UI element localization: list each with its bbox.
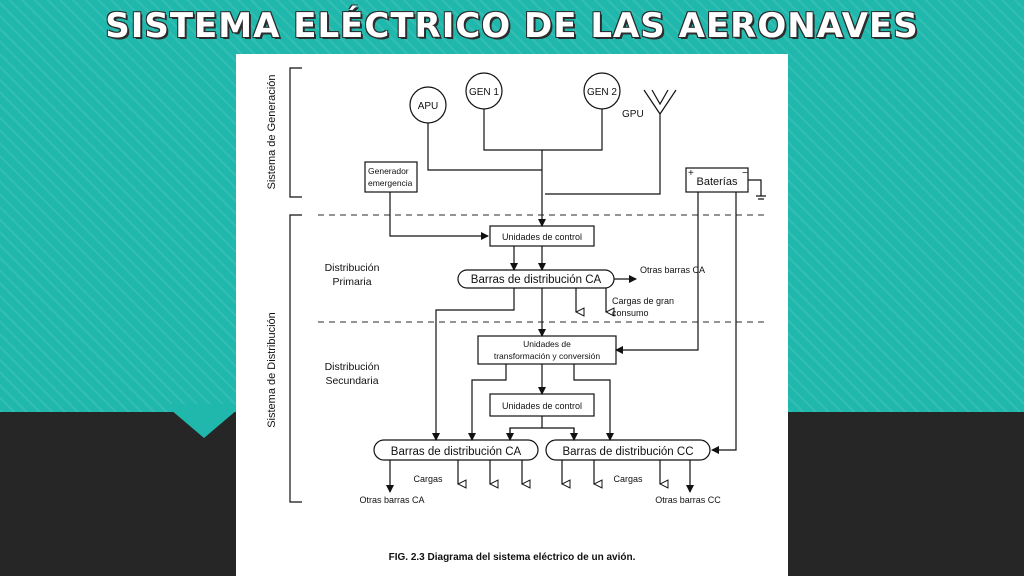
high-loads-label-2: consumo — [612, 308, 649, 318]
dc-bus-secondary-label: Barras de distribución CC — [562, 446, 693, 458]
ac-bus-primary-label: Barras de distribución CA — [471, 274, 602, 286]
batteries-label: Baterías — [697, 176, 738, 188]
battery-minus: − — [742, 168, 748, 179]
ac-bus-secondary-box — [373, 439, 539, 461]
ac-bus-secondary-label: Barras de distribución CA — [391, 446, 522, 458]
control-units-top-label: Unidades de control — [502, 232, 582, 242]
primary-label-2: Primaria — [332, 276, 371, 288]
secondary-label-2: Secundaria — [325, 375, 378, 387]
generation-bracket — [289, 67, 302, 198]
distribution-bracket — [289, 214, 302, 503]
dc-bus-secondary-box — [545, 439, 711, 461]
loads-left-label: Cargas — [413, 474, 443, 484]
distribution-section-label: Sistema de Distribución — [266, 312, 278, 428]
loads-right-label: Cargas — [613, 474, 643, 484]
high-loads-label-1: Cargas de gran — [612, 296, 674, 306]
gpu-symbol — [545, 89, 677, 195]
transform-label-1: Unidades de — [523, 339, 571, 349]
figure-caption: FIG. 2.3 Diagrama del sistema eléctrico … — [389, 552, 636, 563]
secondary-label-1: Distribución — [325, 361, 380, 373]
control-units-bottom-label: Unidades de control — [502, 401, 582, 411]
other-ac-bottom-label: Otras barras CA — [359, 495, 424, 505]
gpu-label: GPU — [622, 109, 644, 120]
transform-label-2: transformación y conversión — [494, 351, 601, 361]
battery-plus: + — [688, 168, 694, 179]
primary-label-1: Distribución — [325, 262, 380, 274]
generation-section-label: Sistema de Generación — [266, 75, 278, 190]
other-ac-top-label: Otras barras CA — [640, 265, 705, 275]
decorative-notch — [164, 404, 244, 438]
apu-label: APU — [418, 101, 439, 112]
emergency-generator-box — [364, 161, 418, 193]
slide-title: SISTEMA ELÉCTRICO DE LAS AERONAVES — [105, 6, 919, 46]
other-dc-bottom-label: Otras barras CC — [655, 495, 721, 505]
gen1-label: GEN 1 — [469, 87, 499, 98]
transformation-units-box — [477, 335, 617, 365]
emergency-gen-label-1: Generador — [368, 166, 409, 176]
diagram-sheet — [236, 54, 788, 576]
emergency-gen-label-2: emergencia — [368, 178, 413, 188]
gen2-label: GEN 2 — [587, 87, 617, 98]
